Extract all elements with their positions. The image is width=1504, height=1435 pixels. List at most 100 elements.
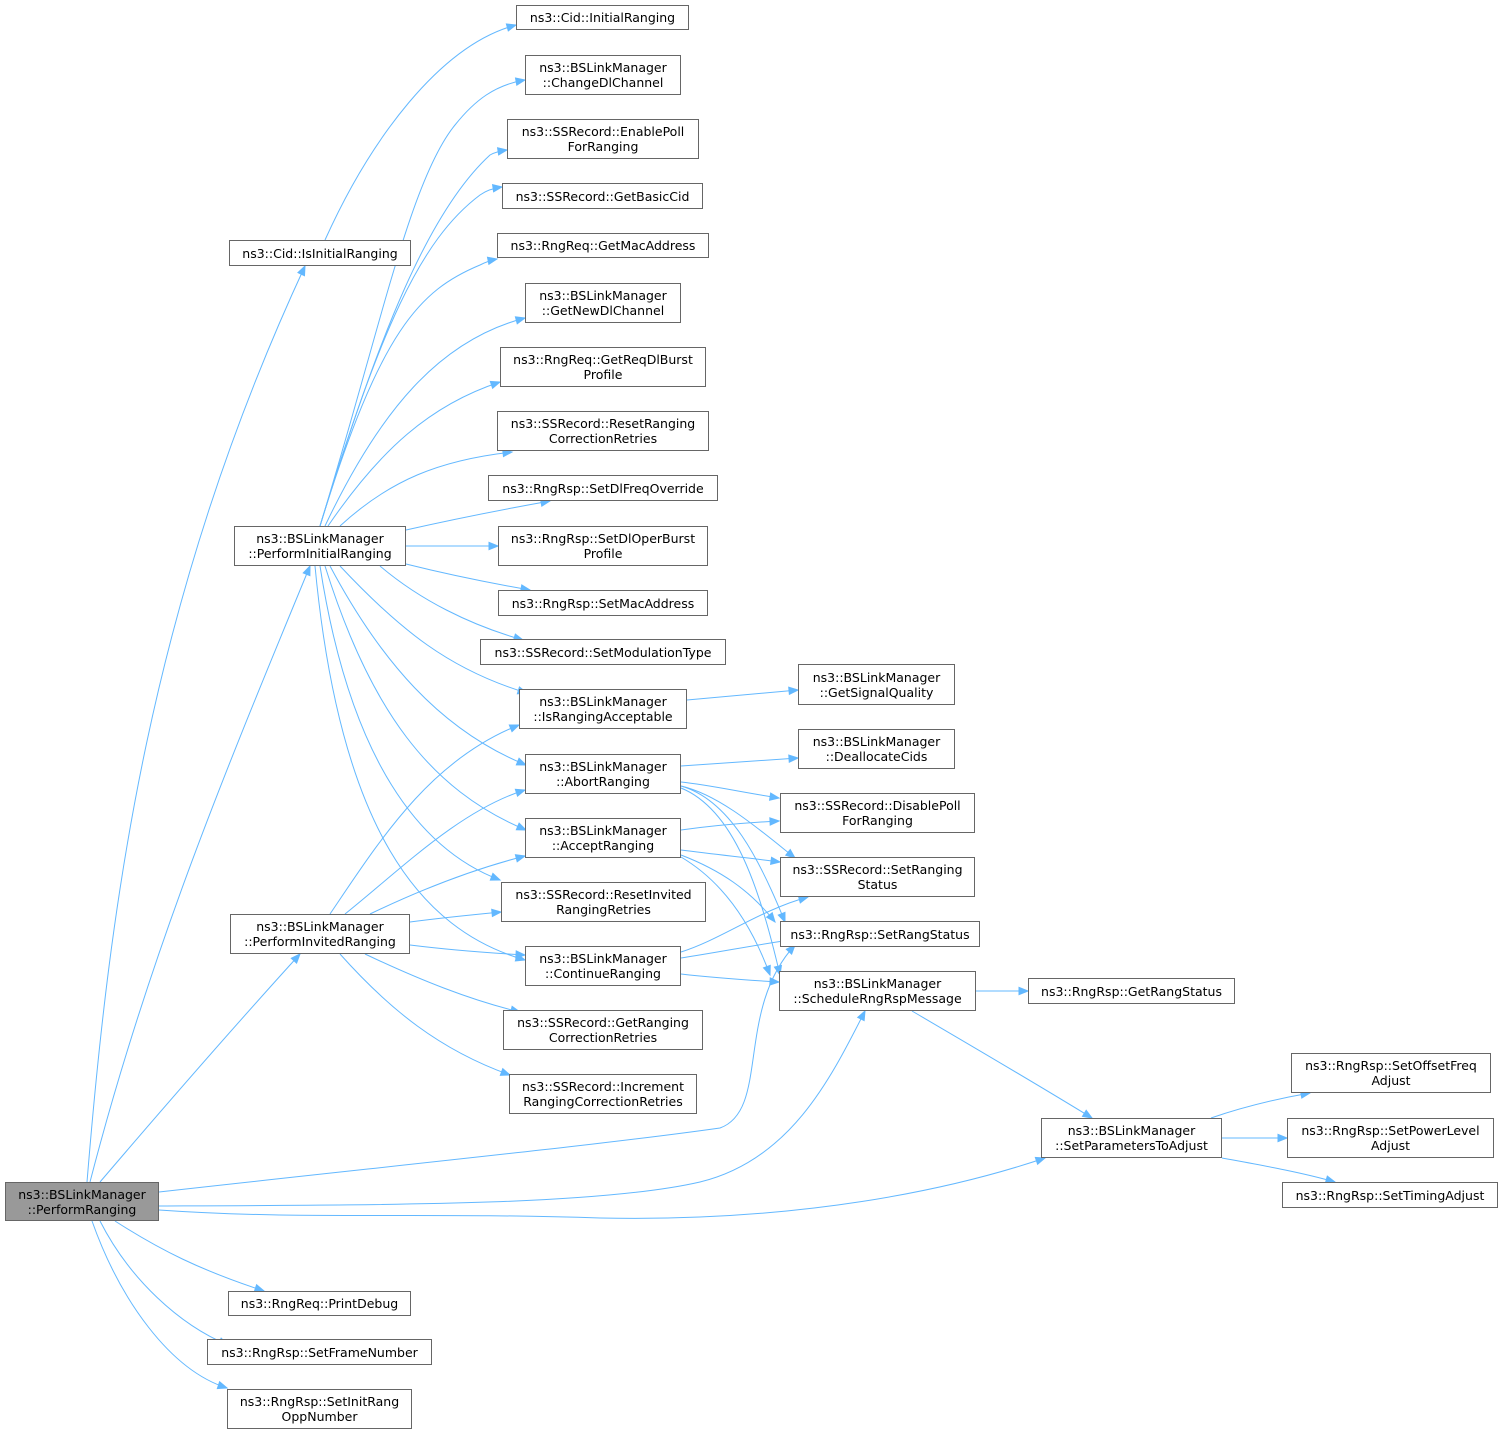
node-perform-invited-ranging[interactable]: ns3::BSLinkManager::PerformInvitedRangin… bbox=[230, 914, 410, 954]
arrowhead-icon bbox=[514, 788, 527, 798]
node-label-line: ::PerformInvitedRanging bbox=[244, 934, 396, 949]
node-set-rang-status[interactable]: ns3::RngRsp::SetRangStatus bbox=[780, 921, 980, 947]
node-get-signal-quality[interactable]: ns3::BSLinkManager::GetSignalQuality bbox=[798, 664, 955, 705]
arrowhead-icon bbox=[290, 953, 301, 964]
node-is-ranging-acceptable[interactable]: ns3::BSLinkManager::IsRangingAcceptable bbox=[519, 689, 687, 729]
node-set-mac-address[interactable]: ns3::RngRsp::SetMacAddress bbox=[498, 590, 708, 616]
arrowhead-icon bbox=[499, 1067, 512, 1076]
node-label-line: ns3::BSLinkManager bbox=[539, 694, 667, 709]
call-edge bbox=[158, 1157, 1046, 1219]
arrowhead-icon bbox=[514, 316, 527, 325]
arrowhead-icon bbox=[770, 856, 782, 866]
call-edge bbox=[329, 724, 520, 915]
node-label-line: ns3::RngRsp::GetRangStatus bbox=[1041, 983, 1222, 999]
node-get-new-dl-channel[interactable]: ns3::BSLinkManager::GetNewDlChannel bbox=[525, 283, 681, 323]
arrowhead-icon bbox=[1081, 1109, 1094, 1119]
arrowhead-icon bbox=[491, 184, 504, 193]
node-label-line: ns3::RngRsp::SetFrameNumber bbox=[221, 1344, 418, 1360]
node-is-initial-ranging[interactable]: ns3::Cid::IsInitialRanging bbox=[229, 240, 411, 266]
node-set-parameters-to-adjust[interactable]: ns3::BSLinkManager::SetParametersToAdjus… bbox=[1041, 1118, 1222, 1158]
node-label-line: ns3::BSLinkManager bbox=[539, 951, 667, 966]
node-label-line: ns3::RngRsp::SetInitRang bbox=[239, 1394, 400, 1409]
node-continue-ranging[interactable]: ns3::BSLinkManager::ContinueRanging bbox=[525, 946, 681, 986]
node-set-dl-freq-override[interactable]: ns3::RngRsp::SetDlFreqOverride bbox=[488, 475, 718, 501]
node-label-line: ::PerformInitialRanging bbox=[248, 546, 392, 561]
node-label-line: ::ChangeDlChannel bbox=[542, 75, 664, 90]
node-label-line: ns3::BSLinkManager bbox=[539, 823, 667, 838]
call-edge bbox=[680, 781, 780, 799]
node-set-modulation-type[interactable]: ns3::SSRecord::SetModulationType bbox=[480, 639, 726, 665]
call-edge bbox=[114, 1220, 265, 1292]
node-label-line: ns3::RngReq::GetReqDlBurst bbox=[513, 352, 693, 367]
node-label-line: ns3::BSLinkManager bbox=[539, 288, 667, 303]
node-abort-ranging[interactable]: ns3::BSLinkManager::AbortRanging bbox=[525, 754, 681, 794]
node-label-line: ns3::SSRecord::SetModulationType bbox=[494, 644, 712, 660]
call-edge bbox=[1210, 1092, 1311, 1119]
call-edge bbox=[680, 785, 786, 923]
node-accept-ranging[interactable]: ns3::BSLinkManager::AcceptRanging bbox=[525, 818, 681, 858]
call-edge bbox=[158, 1010, 866, 1207]
node-label-line: CorrectionRetries bbox=[548, 1030, 658, 1045]
node-perform-initial-ranging[interactable]: ns3::BSLinkManager::PerformInitialRangin… bbox=[234, 526, 406, 566]
node-get-basic-cid[interactable]: ns3::SSRecord::GetBasicCid bbox=[502, 183, 703, 209]
node-set-timing-adjust[interactable]: ns3::RngRsp::SetTimingAdjust bbox=[1282, 1182, 1498, 1208]
arrowhead-icon bbox=[1018, 986, 1030, 996]
node-label-line: ::ContinueRanging bbox=[545, 966, 661, 981]
node-label-line: ns3::RngRsp::SetPowerLevel bbox=[1301, 1123, 1480, 1138]
node-label-line: ns3::BSLinkManager bbox=[1067, 1123, 1196, 1138]
node-print-debug[interactable]: ns3::RngReq::PrintDebug bbox=[228, 1291, 411, 1316]
node-label-line: ForRanging bbox=[842, 813, 913, 828]
node-label-line: ns3::SSRecord::SetRanging bbox=[792, 862, 963, 877]
call-edge bbox=[911, 1010, 1093, 1119]
node-label-line: ns3::SSRecord::Increment bbox=[521, 1079, 685, 1094]
arrowhead-icon bbox=[489, 872, 502, 881]
node-label-line: ns3::SSRecord::GetBasicCid bbox=[515, 188, 690, 204]
arrowhead-icon bbox=[777, 911, 786, 924]
call-edge bbox=[324, 565, 527, 831]
node-label-line: ::DeallocateCids bbox=[825, 749, 928, 764]
node-set-frame-number[interactable]: ns3::RngRsp::SetFrameNumber bbox=[207, 1339, 432, 1365]
node-cid-initial-ranging[interactable]: ns3::Cid::InitialRanging bbox=[516, 5, 689, 30]
node-label-line: ns3::SSRecord::EnablePoll bbox=[521, 124, 685, 139]
node-label-line: ns3::BSLinkManager bbox=[539, 759, 667, 774]
node-label-line: ns3::RngRsp::SetMacAddress bbox=[511, 595, 695, 611]
call-edge bbox=[379, 565, 524, 641]
call-edge bbox=[344, 789, 526, 915]
arrowhead-icon bbox=[491, 908, 503, 918]
node-get-rang-status[interactable]: ns3::RngRsp::GetRangStatus bbox=[1028, 978, 1235, 1004]
arrowhead-icon bbox=[496, 147, 509, 156]
call-edge bbox=[405, 500, 551, 531]
node-schedule-rng-rsp-message[interactable]: ns3::BSLinkManager::ScheduleRngRspMessag… bbox=[779, 971, 976, 1011]
node-label-line: ns3::BSLinkManager bbox=[813, 976, 942, 991]
node-deallocate-cids[interactable]: ns3::BSLinkManager::DeallocateCids bbox=[798, 729, 955, 769]
call-edge bbox=[319, 186, 503, 527]
node-label-line: ns3::RngRsp::SetDlOperBurst bbox=[510, 531, 696, 546]
node-label-line: ns3::BSLinkManager bbox=[18, 1186, 146, 1202]
call-edge bbox=[319, 149, 508, 527]
node-label-line: RangingCorrectionRetries bbox=[523, 1094, 683, 1109]
node-label-line: ns3::BSLinkManager bbox=[812, 734, 941, 749]
node-label-line: Adjust bbox=[1371, 1073, 1411, 1088]
call-edge bbox=[680, 757, 799, 767]
arrowhead-icon bbox=[769, 817, 781, 826]
call-edge bbox=[158, 944, 796, 1193]
call-edge bbox=[364, 953, 521, 1013]
node-get-mac-address[interactable]: ns3::RngReq::GetMacAddress bbox=[497, 233, 709, 258]
node-change-dl-channel[interactable]: ns3::BSLinkManager::ChangeDlChannel bbox=[525, 55, 681, 95]
call-edge bbox=[324, 317, 526, 527]
node-label-line: ::SetParametersToAdjust bbox=[1055, 1138, 1208, 1153]
node-label-line: ns3::Cid::IsInitialRanging bbox=[242, 245, 398, 261]
